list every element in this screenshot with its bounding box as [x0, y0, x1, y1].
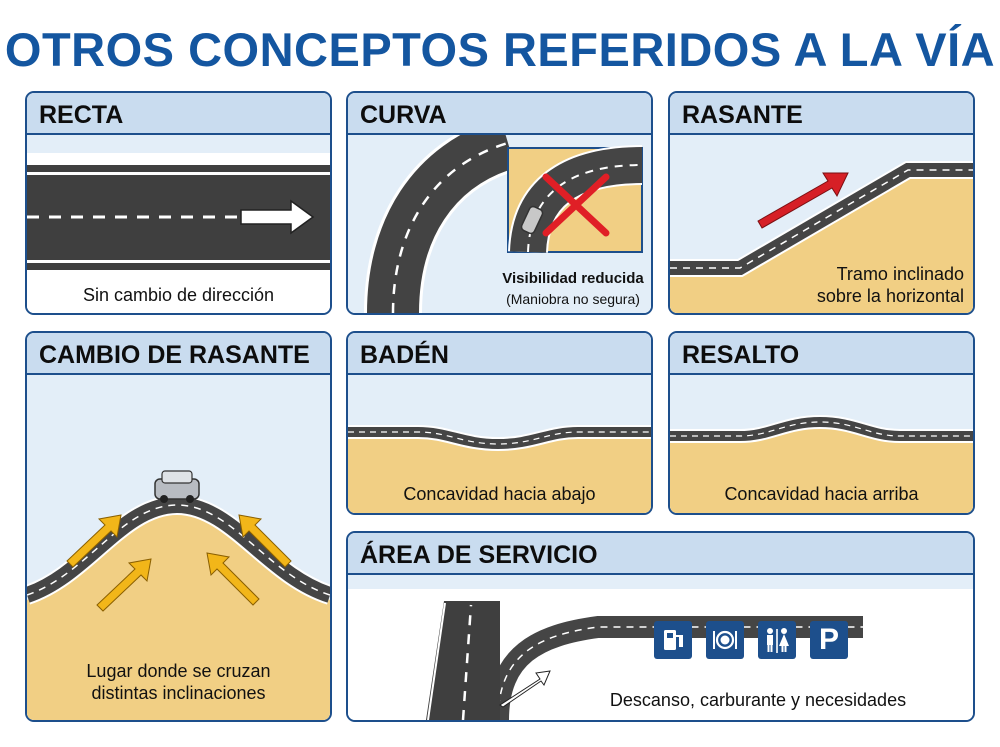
- service-area-road-illustration: [348, 575, 973, 720]
- curved-road-illustration: [348, 135, 651, 313]
- panel-rasante: RASANTE Tramo inclinado sobre la horizon…: [668, 91, 975, 315]
- panel-cambio-rasante: CAMBIO DE RASANTE Lugar donde se cruzan …: [25, 331, 332, 722]
- panel-title: RECTA: [27, 93, 330, 135]
- panel-title: BADÉN: [348, 333, 651, 375]
- panel-caption: Sin cambio de dirección: [82, 285, 275, 305]
- panel-caption: Lugar donde se cruzan: [86, 661, 271, 681]
- panel-caption-note: (Maniobra no segura): [506, 291, 640, 307]
- incline-road-illustration: [670, 135, 973, 313]
- panel-title: RESALTO: [670, 333, 973, 375]
- slope-arrows: [66, 514, 292, 612]
- fuel-pump-icon: [654, 621, 692, 659]
- blind-curve-inset: [507, 145, 643, 254]
- panel-resalto: RESALTO Concavidad hacia arriba: [668, 331, 975, 515]
- panel-caption: Descanso, carburante y necesidades: [609, 690, 907, 710]
- panel-caption: Tramo inclinado: [836, 264, 964, 284]
- direction-arrow-icon: [240, 199, 315, 235]
- parking-icon: P: [810, 621, 848, 659]
- cross-icon: [542, 173, 610, 237]
- exit-arrow-icon: [499, 670, 551, 708]
- panel-caption: Concavidad hacia arriba: [724, 484, 919, 504]
- panel-curva: CURVA Visibilidad reducida (Maniobra no …: [346, 91, 653, 315]
- panel-area-servicio: ÁREA DE SERVICIO P Descanso, carburante …: [346, 531, 975, 722]
- dip-road-illustration: [348, 375, 651, 513]
- panel-baden: BADÉN Concavidad hacia abajo: [346, 331, 653, 515]
- hill-crest-illustration: [27, 375, 330, 720]
- service-icons: P: [654, 621, 848, 659]
- panel-caption: sobre la horizontal: [816, 286, 964, 306]
- page-title: OTROS CONCEPTOS REFERIDOS A LA VÍA: [4, 23, 996, 76]
- restroom-icon: [758, 621, 796, 659]
- panel-caption: distintas inclinaciones: [91, 683, 266, 703]
- panel-title: CURVA: [348, 93, 651, 135]
- panel-title: RASANTE: [670, 93, 973, 135]
- panel-caption-warning: Visibilidad reducida: [502, 270, 644, 287]
- up-arrow-icon: [757, 172, 849, 229]
- panel-caption: Concavidad hacia abajo: [403, 484, 596, 504]
- restaurant-icon: [706, 621, 744, 659]
- panel-title: ÁREA DE SERVICIO: [348, 533, 973, 575]
- bump-road-illustration: [670, 375, 973, 513]
- straight-road-illustration: [27, 135, 330, 313]
- car-icon: [520, 205, 544, 235]
- panel-recta: RECTA Sin cambio de dirección: [25, 91, 332, 315]
- car-icon: [154, 470, 200, 503]
- panel-title: CAMBIO DE RASANTE: [27, 333, 330, 375]
